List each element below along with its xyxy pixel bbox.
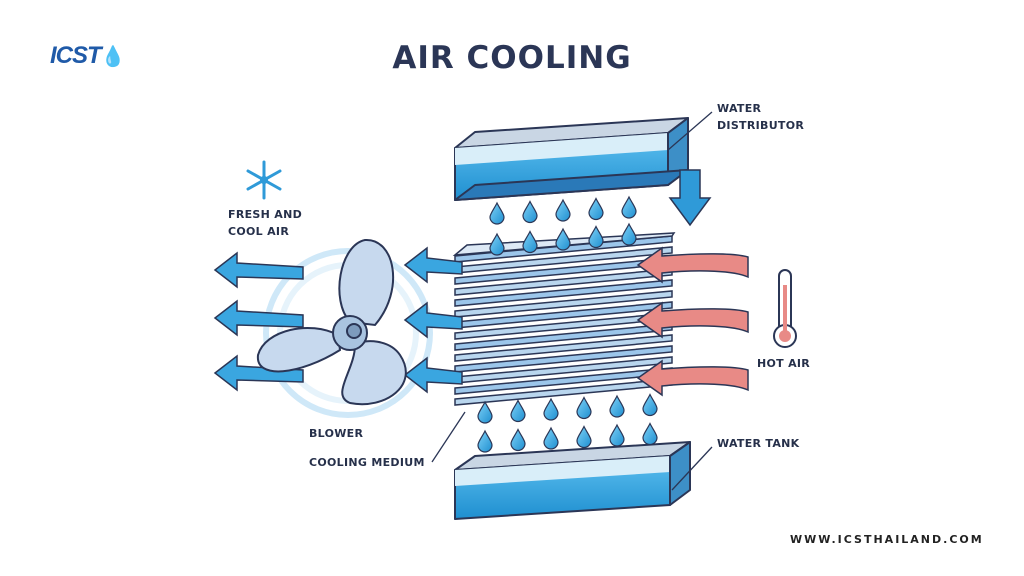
fresh-air-arrow bbox=[213, 299, 304, 337]
water-drop-icon bbox=[510, 399, 526, 423]
water-drop-icon bbox=[543, 426, 559, 450]
snowflake-icon bbox=[246, 160, 282, 200]
cooling-plate bbox=[454, 268, 673, 296]
water-drops bbox=[477, 195, 658, 453]
label-line: WATER bbox=[717, 102, 762, 115]
water-drop-icon bbox=[588, 197, 604, 221]
water-drop-icon bbox=[543, 397, 559, 421]
cooling-plate bbox=[454, 279, 673, 307]
distributor-pointer-line bbox=[667, 111, 713, 151]
water-drop-icon bbox=[489, 232, 505, 256]
logo-text: ICST bbox=[50, 42, 102, 69]
fresh-air-arrow bbox=[213, 354, 304, 392]
cooling-plate bbox=[454, 345, 673, 373]
label-line: DISTRIBUTOR bbox=[717, 119, 805, 132]
water-drop-logo-icon: 💧 bbox=[100, 46, 126, 68]
water-drop-icon bbox=[609, 394, 625, 418]
page-title: AIR COOLING bbox=[392, 40, 632, 76]
blower-fan bbox=[256, 238, 407, 406]
water-drop-icon bbox=[576, 396, 592, 420]
hot-air-arrow bbox=[636, 246, 749, 284]
thermometer-icon bbox=[773, 269, 797, 348]
water-flow-down-arrow bbox=[668, 169, 712, 227]
water-drop-icon bbox=[522, 230, 538, 254]
water-drop-icon bbox=[588, 225, 604, 249]
water-drop-icon bbox=[555, 198, 571, 222]
water-drop-icon bbox=[489, 201, 505, 225]
label-line: COOL AIR bbox=[228, 225, 290, 238]
tank-pointer-line bbox=[671, 446, 713, 491]
water-tank-label: WATER TANK bbox=[717, 437, 800, 450]
water-drop-icon bbox=[576, 425, 592, 449]
water-tank bbox=[454, 441, 691, 520]
water-drop-icon bbox=[510, 428, 526, 452]
water-drop-icon bbox=[609, 423, 625, 447]
water-drop-icon bbox=[477, 400, 493, 424]
water-drop-icon bbox=[522, 200, 538, 224]
cooling-medium-label: COOLING MEDIUM bbox=[309, 456, 425, 469]
hot-air-label: HOT AIR bbox=[757, 357, 811, 370]
water-distributor bbox=[454, 117, 689, 201]
website-url: WWW.ICSTHAILAND.COM bbox=[790, 533, 984, 546]
blower-label: BLOWER bbox=[309, 427, 364, 440]
water-drop-icon bbox=[477, 429, 493, 453]
water-drop-icon bbox=[621, 222, 637, 246]
cooling-plate bbox=[454, 334, 673, 362]
hot-air-arrow bbox=[636, 359, 749, 397]
water-drop-icon bbox=[642, 393, 658, 417]
logo: ICST💧 bbox=[50, 42, 126, 70]
water-drop-icon bbox=[621, 195, 637, 219]
cooling-plate bbox=[454, 290, 673, 318]
hot-air-arrow bbox=[636, 301, 749, 339]
cooling-medium-pointer-line bbox=[431, 411, 466, 463]
label-line: FRESH AND bbox=[228, 208, 303, 221]
water-drop-icon bbox=[642, 422, 658, 446]
cool-air-arrow bbox=[403, 246, 463, 284]
water-drop-icon bbox=[555, 227, 571, 251]
fresh-air-label: FRESH AND COOL AIR bbox=[228, 206, 302, 240]
cool-air-arrow bbox=[403, 301, 463, 339]
water-distributor-label: WATER DISTRIBUTOR bbox=[717, 100, 804, 134]
cooling-plate bbox=[454, 323, 673, 351]
cool-air-arrow bbox=[403, 356, 463, 394]
fresh-air-arrow bbox=[213, 251, 304, 289]
